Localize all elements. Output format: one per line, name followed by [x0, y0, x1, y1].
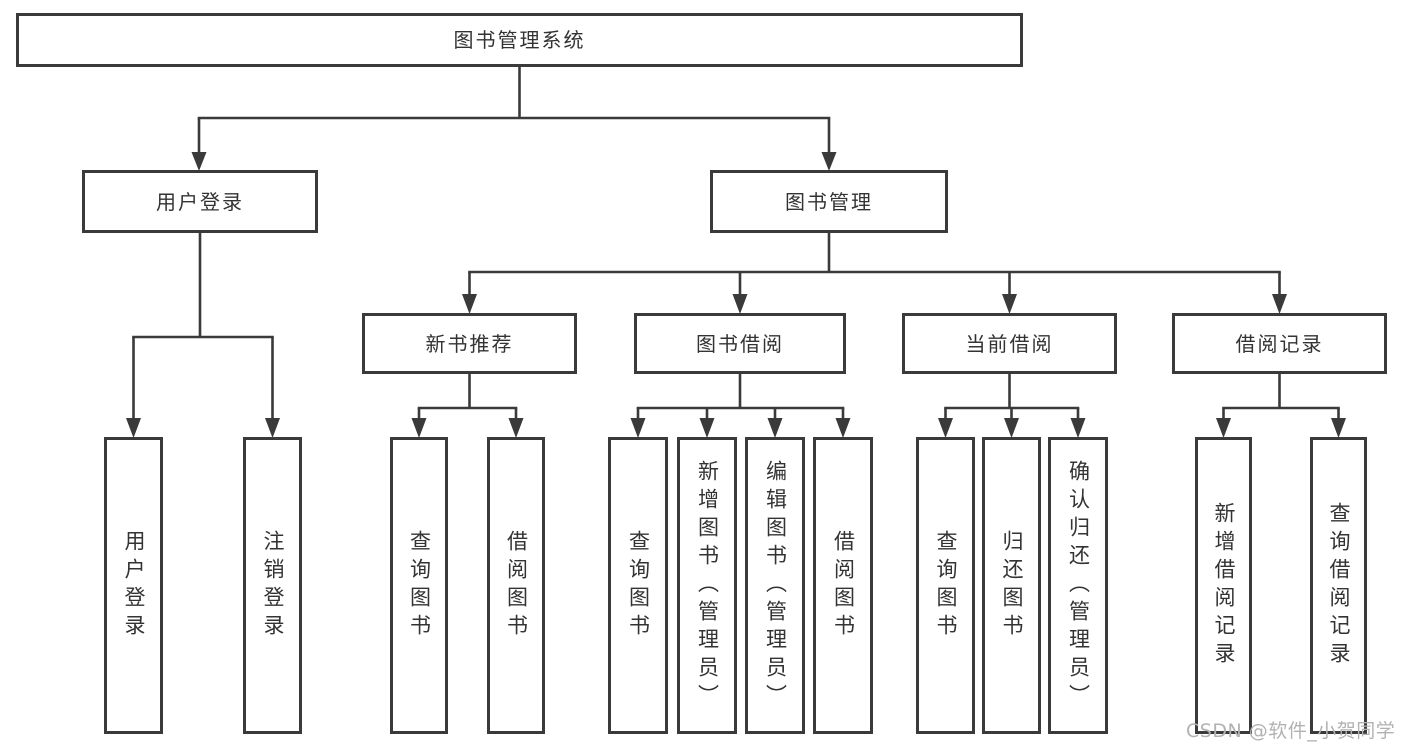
leaf-add-books-admin-label: 新增图书（管理员）	[695, 459, 720, 712]
leaf-confirm-return-admin: 确认归还（管理员）	[1048, 437, 1108, 734]
leaf-borrow-books: 借阅图书	[813, 437, 873, 734]
leaf-add-borrow-record-label: 新增借阅记录	[1212, 501, 1236, 670]
leaf-borrow-books-label: 借阅图书	[831, 529, 856, 642]
node-current-borrowing: 当前借阅	[902, 313, 1117, 374]
leaf-user-login-label: 用户登录	[122, 529, 146, 642]
leaf-logout-login-label: 注销登录	[261, 529, 285, 642]
node-borrowing-records: 借阅记录	[1172, 313, 1387, 374]
leaf-query-books-current-label: 查询图书	[934, 529, 958, 642]
leaf-return-books-label: 归还图书	[1000, 529, 1024, 642]
node-library-management-system: 图书管理系统	[16, 13, 1023, 67]
node-user-login: 用户登录	[82, 170, 318, 233]
leaf-query-books-recommend: 查询图书	[390, 437, 448, 734]
leaf-query-books-borrow: 查询图书	[608, 437, 668, 734]
leaf-confirm-return-admin-label: 确认归还（管理员）	[1066, 459, 1091, 712]
leaf-borrow-books-recommend: 借阅图书	[487, 437, 545, 734]
node-new-book-recommendation: 新书推荐	[362, 313, 577, 374]
leaf-return-books: 归还图书	[982, 437, 1041, 734]
csdn-watermark: CSDN @软件_小贺同学	[1186, 720, 1396, 742]
leaf-user-login: 用户登录	[104, 437, 163, 734]
node-book-borrowing: 图书借阅	[634, 313, 846, 374]
leaf-query-books-recommend-label: 查询图书	[407, 529, 432, 642]
leaf-query-borrow-record-label: 查询借阅记录	[1327, 501, 1351, 670]
leaf-query-books-current: 查询图书	[916, 437, 975, 734]
leaf-query-borrow-record: 查询借阅记录	[1310, 437, 1367, 734]
leaf-edit-books-admin: 编辑图书（管理员）	[745, 437, 805, 734]
leaf-query-books-borrow-label: 查询图书	[626, 529, 651, 642]
leaf-add-books-admin: 新增图书（管理员）	[677, 437, 737, 734]
leaf-add-borrow-record: 新增借阅记录	[1195, 437, 1252, 734]
leaf-edit-books-admin-label: 编辑图书（管理员）	[763, 459, 788, 712]
leaf-logout-login: 注销登录	[243, 437, 302, 734]
leaf-borrow-books-recommend-label: 借阅图书	[504, 529, 529, 642]
node-book-management: 图书管理	[710, 170, 948, 233]
